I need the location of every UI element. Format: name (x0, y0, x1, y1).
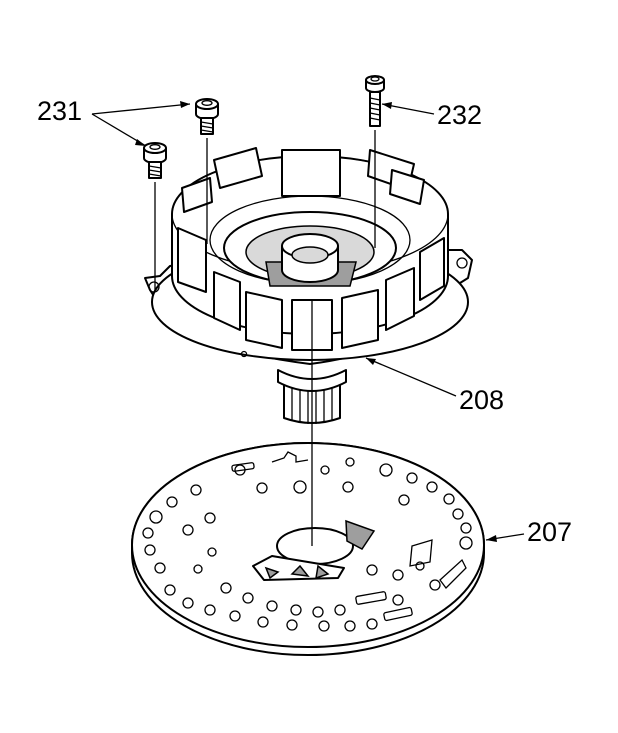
callout-207: 207 (527, 517, 573, 547)
plate-holes (142, 457, 473, 632)
callout-208: 208 (459, 385, 505, 415)
leader-arrowheads (135, 101, 497, 542)
alignment-lines (154, 130, 376, 546)
housing-teeth (177, 147, 445, 351)
callout-232: 232 (437, 100, 483, 130)
bolt-231-left (143, 142, 167, 179)
callout-231: 231 (37, 96, 83, 126)
plate-207 (131, 442, 485, 656)
bolt-232 (365, 75, 385, 127)
housing-208 (144, 147, 473, 424)
bolt-231-right (195, 98, 219, 135)
